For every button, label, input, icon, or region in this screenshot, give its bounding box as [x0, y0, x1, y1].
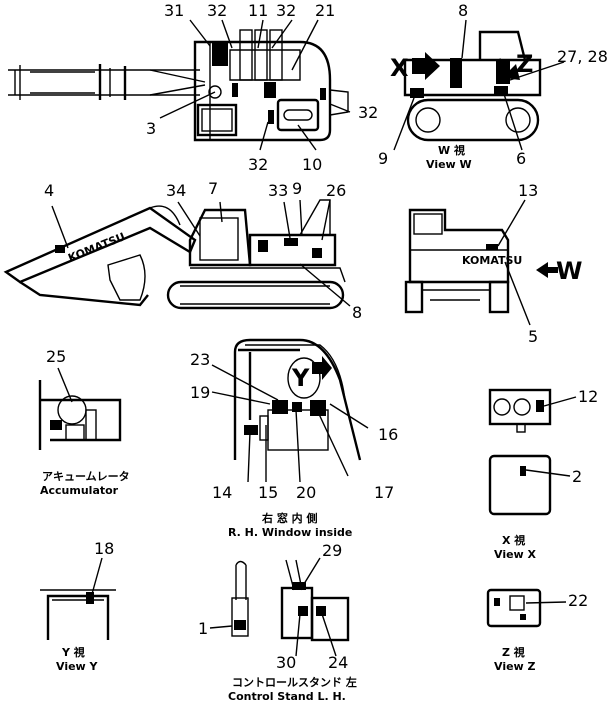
callout-34: 34 — [166, 181, 186, 200]
rear-view: KOMATSU — [404, 208, 558, 314]
callout-10: 10 — [302, 155, 322, 174]
callout-21: 21 — [315, 1, 335, 20]
leader-lines-elev — [51, 199, 351, 307]
caption-view-x: View X — [494, 548, 537, 561]
caption-view-w-jp: W 視 — [438, 143, 465, 157]
callout-8a: 8 — [458, 1, 468, 20]
control-stand — [231, 559, 350, 642]
window-inside-view — [233, 338, 362, 461]
callout-31: 31 — [164, 1, 184, 20]
leader-lines-window — [211, 364, 369, 483]
leader-lines-control — [209, 557, 337, 657]
side-view-w — [403, 30, 542, 142]
accumulator-view — [38, 380, 122, 450]
view-letter-w: W — [556, 257, 582, 285]
callout-9b: 9 — [292, 179, 302, 198]
plan-view — [8, 29, 349, 142]
caption-view-y-jp: Y 視 — [61, 645, 85, 659]
callout-13: 13 — [518, 181, 538, 200]
callout-18: 18 — [94, 539, 114, 558]
callout-16: 16 — [378, 425, 398, 444]
callout-30: 30 — [276, 653, 296, 672]
callout-14: 14 — [212, 483, 232, 502]
brand-text-boom: KOMATSU — [66, 230, 127, 265]
callout-4: 4 — [44, 181, 54, 200]
callout-22: 22 — [568, 591, 588, 610]
caption-control-stand-jp: コントロールスタンド 左 — [232, 675, 357, 689]
callout-32b: 32 — [276, 1, 296, 20]
caption-view-z: View Z — [494, 660, 536, 673]
caption-accumulator: Accumulator — [40, 484, 119, 497]
view-letter-z: Z — [516, 50, 533, 78]
caption-rh-window-jp: 右 窓 内 側 — [261, 511, 318, 525]
panel-12 — [488, 388, 552, 433]
callout-3: 3 — [146, 119, 156, 138]
view-letter-x: X — [390, 54, 409, 82]
panel-2-view-x — [488, 454, 552, 516]
leader-line-22 — [525, 601, 567, 604]
callout-12: 12 — [578, 387, 598, 406]
caption-view-w: View W — [426, 158, 472, 171]
view-z — [486, 588, 542, 628]
callout-2: 2 — [572, 467, 582, 486]
callout-7: 7 — [208, 179, 218, 198]
leader-lines-w — [393, 19, 565, 151]
callout-26: 26 — [326, 181, 346, 200]
caption-view-x-jp: X 視 — [502, 533, 525, 547]
leader-lines-plan — [159, 19, 351, 151]
callout-25: 25 — [46, 347, 66, 366]
view-letter-y: Y — [291, 364, 310, 392]
callout-15: 15 — [258, 483, 278, 502]
callout-20: 20 — [296, 483, 316, 502]
callout-33: 33 — [268, 181, 288, 200]
side-elevation: KOMATSU — [3, 199, 346, 310]
callout-29: 29 — [322, 541, 342, 560]
callout-17: 17 — [374, 483, 394, 502]
callout-32a: 32 — [207, 1, 227, 20]
callout-32d: 32 — [248, 155, 268, 174]
caption-control-stand: Control Stand L. H. — [228, 690, 346, 702]
caption-rh-window: R. H. Window inside — [228, 526, 352, 539]
callout-6: 6 — [516, 149, 526, 168]
leader-lines-rear — [497, 199, 531, 326]
callout-27-28: 27, 28 — [557, 47, 608, 66]
callout-19: 19 — [190, 383, 210, 402]
callout-11: 11 — [248, 1, 268, 20]
brand-text-rear: KOMATSU — [462, 254, 522, 267]
leader-line-12 — [543, 396, 577, 407]
callout-8b: 8 — [352, 303, 362, 322]
leader-line-18 — [91, 557, 103, 595]
callout-1: 1 — [198, 619, 208, 638]
callout-5: 5 — [528, 327, 538, 346]
callout-32c: 32 — [358, 103, 378, 122]
caption-view-z-jp: Z 視 — [502, 645, 525, 659]
callout-24: 24 — [328, 653, 348, 672]
callout-23: 23 — [190, 350, 210, 369]
leader-line-25 — [57, 367, 73, 403]
leader-line-2 — [525, 469, 571, 477]
caption-accumulator-jp: アキュームレータ — [42, 470, 130, 483]
caption-view-y: View Y — [56, 660, 99, 673]
view-y — [40, 589, 116, 640]
callout-9a: 9 — [378, 149, 388, 168]
